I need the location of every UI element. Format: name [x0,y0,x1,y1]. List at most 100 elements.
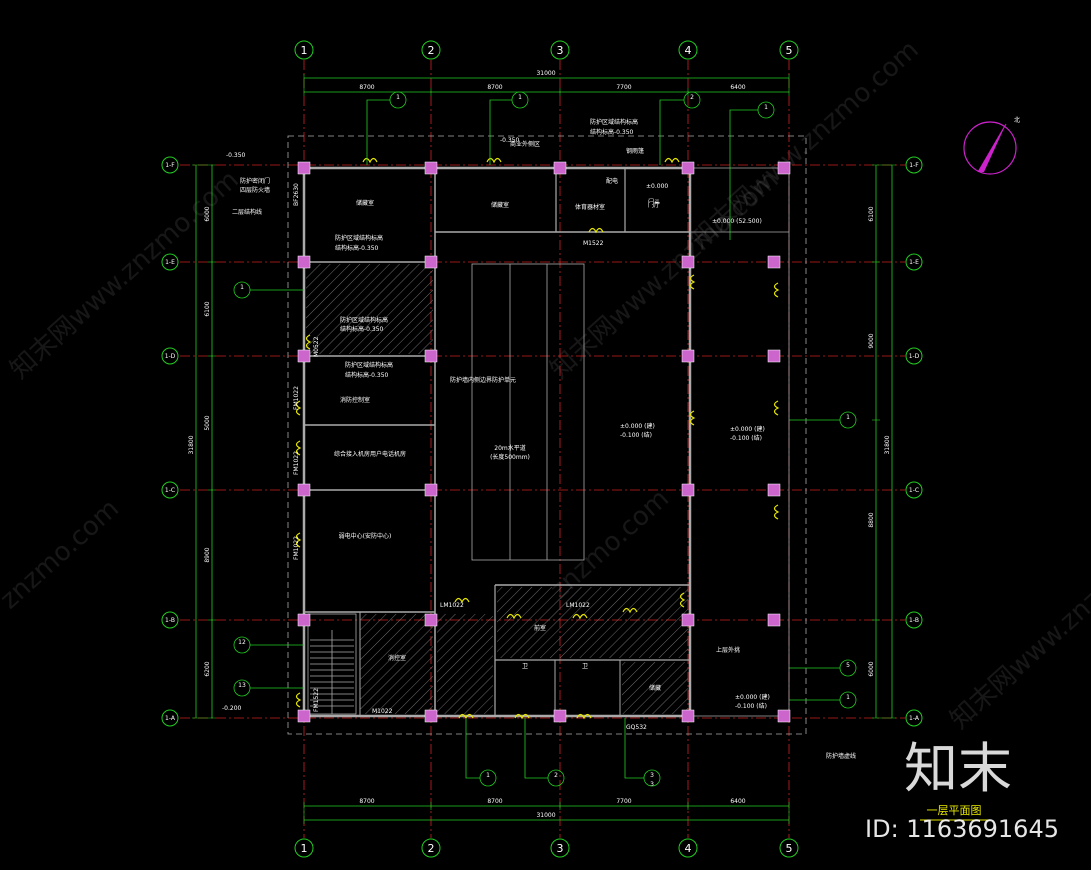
dim-top-span-3: 7700 [616,84,631,91]
dim-right-overall: 31800 [884,435,891,454]
north-arrow: 北 [963,116,1020,175]
logo-id-text: ID: 1163691645 [865,815,1059,843]
dim-left-span-5: 6200 [204,661,211,676]
svg-text:5: 5 [786,44,793,57]
svg-text:1: 1 [396,94,400,101]
svg-text:1: 1 [301,44,308,57]
note-canopy: 钢雨篷 [626,147,644,155]
door-20 [295,400,302,416]
column-17 [767,483,781,497]
watermark-6: 知末网www.znzmo.com [945,515,1091,735]
axis-bubble-top-2: 2 [421,40,441,60]
room-label-storage-1: 储藏室 [356,199,374,207]
axis-bubble-right-c: 1-C [905,481,923,499]
door-tag-9: GQ532 [626,724,647,731]
column-25 [681,709,695,723]
note-level-2a: ±0.000 (建) [730,425,765,433]
axis-bubble-left-c: 1-C [161,481,179,499]
door-7 [576,713,592,720]
axis-bubble-bottom-2: 2 [421,838,441,858]
door-10 [572,613,588,620]
note-elev-1a: 防护区域结构标高 [335,234,383,242]
note-level-1a: ±0.000 (建) [620,422,655,430]
column-22 [297,709,311,723]
axis-bubble-bottom-3: 3 [550,838,570,858]
dim-right-span-1: 6100 [868,206,875,221]
columns [297,161,791,723]
svg-text:1-D: 1-D [165,353,176,360]
watermark-1: 知末网www.znzmo.com [5,165,245,385]
axis-bubble-top-3: 3 [550,40,570,60]
section-mark-labels: 1 1 2 1 1 1 1 3 5 1 2 3 12 13 [238,94,850,788]
door-27 [773,400,780,416]
axis-bubble-right-f: 1-F [905,156,923,174]
note-elev-f: -0.350 [226,152,246,159]
door-22 [295,532,302,548]
axis-bubble-left-b: 1-B [161,611,179,629]
column-5 [777,161,791,175]
column-11 [424,349,438,363]
note-firewall: 四层防火墙 [240,186,270,194]
svg-text:1-B: 1-B [165,617,175,624]
svg-text:1-D: 1-D [909,353,920,360]
axis-bubble-right-e: 1-E [905,253,923,271]
hatched-stair-core [360,614,433,714]
svg-text:13: 13 [238,682,246,689]
door-11 [622,607,638,614]
note-level-3a: ±0.000 (建) [735,693,770,701]
axis-bubble-right-a: 1-A [905,709,923,727]
column-20 [681,613,695,627]
axis-bubble-left-d: 1-D [161,347,179,365]
door-21 [295,440,302,456]
dim-left-span-4: 8900 [204,547,211,562]
axis-bubble-left-f: 1-F [161,156,179,174]
svg-text:3: 3 [557,842,564,855]
door-30 [305,334,312,350]
note-elev-1b: 结构标高-0.350 [335,244,379,252]
room-label-storage-3: 储藏 [649,684,661,692]
door-tag-1: M1522 [583,240,604,247]
column-23 [424,709,438,723]
svg-text:1: 1 [518,94,522,101]
svg-text:3: 3 [557,44,564,57]
annotations: 防护密闭门 四层防火墙 二层结构线 防护区域结构标高 结构标高-0.350 商业… [222,118,856,760]
axis-bubble-bottom-1: 1 [294,838,314,858]
svg-text:1-E: 1-E [909,259,919,266]
corridor-length-label: (长度500mm) [490,453,530,461]
svg-text:1: 1 [764,104,768,111]
dim-left-span-1: 6000 [204,206,211,221]
dim-top-overall: 31000 [536,70,555,77]
hatched-toilets [497,587,688,658]
svg-text:4: 4 [685,842,692,855]
note-structure-line: 二层结构线 [232,208,262,216]
dim-top-span-4: 6400 [730,84,745,91]
column-21 [767,613,781,627]
column-6 [297,255,311,269]
note-vestibule: 门斗 [648,198,660,206]
door-tag-6: FM1522 [313,688,320,712]
svg-text:1-F: 1-F [909,162,919,169]
door-tag-8: LM1022 [440,602,464,609]
svg-text:5: 5 [846,662,850,669]
column-18 [297,613,311,627]
corridor-lanes [471,263,585,561]
axis-bubble-top-5: 5 [779,40,799,60]
svg-text:2: 2 [690,94,694,101]
dim-right-span-4: 6000 [868,661,875,676]
svg-text:2: 2 [428,842,435,855]
note-elev-commercial: -0.350 [500,137,520,144]
note-elev-4b: 结构标高-0.350 [340,325,384,333]
svg-text:1: 1 [486,772,490,779]
axis-bubble-right-d: 1-D [905,347,923,365]
svg-text:1: 1 [846,414,850,421]
dim-left-overall: 31800 [188,435,195,454]
room-label-sports-equipment: 体育器材室 [575,203,605,211]
room-label-fire-control: 消防控制室 [340,396,370,404]
drawing-title: 一层平面图 [927,804,982,817]
svg-text:12: 12 [238,639,246,646]
svg-text:1-A: 1-A [165,715,176,722]
watermark-5: znzmo.com [545,484,675,606]
note-elev-3b: 结构标高-0.350 [345,371,389,379]
note-elev-4a: 防护区域结构标高 [340,316,388,324]
axis-bubbles: 1 2 3 4 5 1 2 3 4 5 1-F 1-E 1-D 1-C 1-B … [161,40,923,858]
